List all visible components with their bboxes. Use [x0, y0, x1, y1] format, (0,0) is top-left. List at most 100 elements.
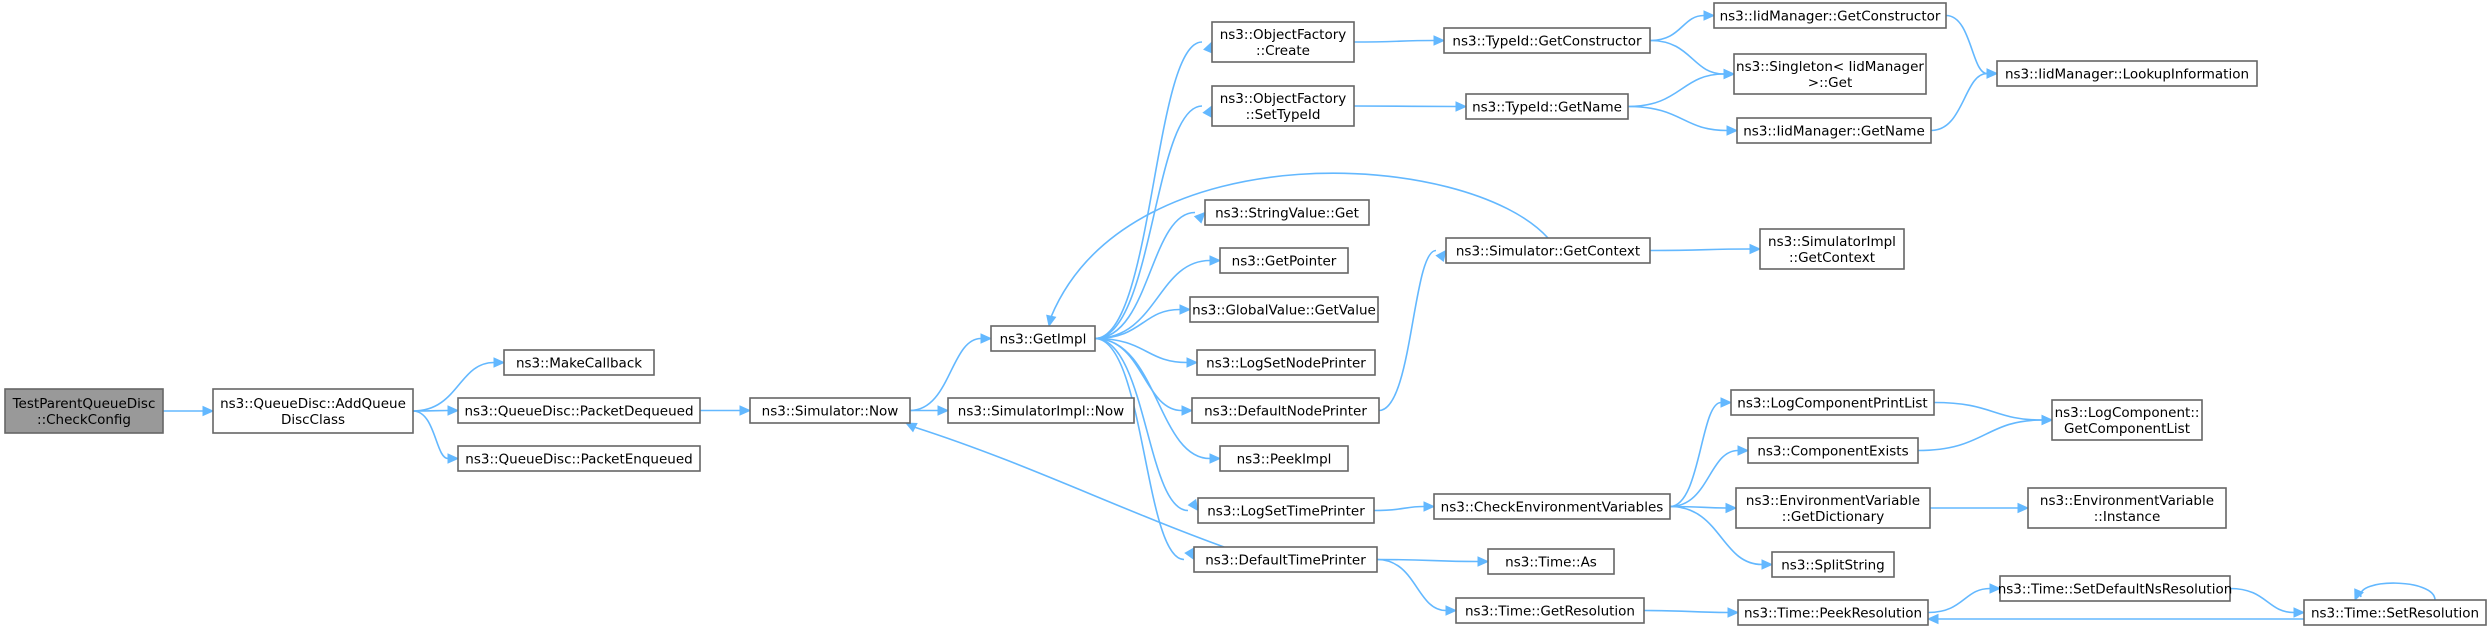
node-compexists[interactable]: ns3::ComponentExists [1747, 437, 1919, 464]
edge-addqdc-to-makecb [412, 357, 506, 412]
node-deftime[interactable]: ns3::DefaultTimePrinter [1193, 546, 1378, 573]
edge-line [1094, 308, 1181, 340]
node-setdefns[interactable]: ns3::Time::SetDefaultNsResolution [1998, 575, 2233, 602]
node-makecb[interactable]: ns3::MakeCallback [503, 349, 655, 376]
edge-getimpl-to-logtime [1094, 337, 1199, 512]
arrow-head-icon [1186, 357, 1199, 368]
arrow-head-icon [1181, 405, 1194, 416]
node-timeres[interactable]: ns3::Time::GetResolution [1455, 597, 1645, 624]
node-label: ::Instance [2094, 509, 2161, 525]
edge-line [1094, 337, 1185, 561]
node-defnode[interactable]: ns3::DefaultNodePrinter [1191, 397, 1380, 424]
node-simimplctx[interactable]: ns3::SimulatorImpl::GetContext [1759, 228, 1905, 270]
node-ofsettid[interactable]: ns3::ObjectFactory::SetTypeId [1211, 85, 1355, 127]
edge-logprint-to-logcomplist [1933, 401, 2054, 426]
node-box [2303, 599, 2487, 626]
node-iidctor[interactable]: ns3::IidManager::GetConstructor [1713, 2, 1947, 29]
node-box [1219, 445, 1349, 472]
node-label: ns3::QueueDisc::PacketEnqueued [465, 452, 692, 468]
edge-line [1669, 401, 1722, 508]
node-label: ::GetContext [1789, 250, 1875, 266]
node-simnow[interactable]: ns3::Simulator::Now [749, 397, 911, 424]
node-checkenv[interactable]: ns3::CheckEnvironmentVariables [1433, 493, 1671, 520]
node-iidlookup[interactable]: ns3::IidManager::LookupInformation [1996, 60, 2258, 87]
node-box [1211, 85, 1355, 127]
node-label: ns3::IidManager::LookupInformation [2005, 67, 2249, 83]
edge-pktdeq-to-simnow [700, 405, 752, 416]
node-box [990, 325, 1096, 352]
node-box [1189, 296, 1379, 323]
node-simimplnow[interactable]: ns3::SimulatorImpl::Now [947, 397, 1135, 424]
node-strget[interactable]: ns3::StringValue::Get [1204, 199, 1370, 226]
node-lognode[interactable]: ns3::LogSetNodePrinter [1196, 349, 1376, 376]
node-box [1736, 117, 1932, 144]
arrow-head-icon [1727, 607, 1740, 618]
edge-simnow-to-getimpl [909, 333, 993, 412]
node-box [1713, 2, 1947, 29]
node-label: ns3::SimulatorImpl::Now [958, 404, 1124, 420]
node-iidname[interactable]: ns3::IidManager::GetName [1736, 117, 1932, 144]
edge-getimpl-to-lognode [1094, 337, 1199, 368]
arrow-head-icon [1926, 613, 1939, 625]
node-box [1445, 237, 1651, 264]
node-gvget[interactable]: ns3::GlobalValue::GetValue [1189, 296, 1379, 323]
edge-line [1094, 337, 1189, 512]
arrow-head-icon [1423, 501, 1436, 512]
node-label: ns3::ObjectFactory [1220, 27, 1347, 43]
node-label: ns3::Time::SetResolution [2311, 606, 2479, 622]
node-simctx[interactable]: ns3::Simulator::GetContext [1445, 237, 1651, 264]
node-setres[interactable]: ns3::Time::SetResolution [2303, 599, 2487, 626]
arrow-head-icon [1725, 502, 1738, 514]
node-label: ns3::LogSetNodePrinter [1206, 356, 1366, 372]
node-label: ns3::IidManager::GetName [1743, 124, 1925, 140]
node-timeas[interactable]: ns3::Time::As [1487, 548, 1615, 575]
arrow-head-icon [1989, 583, 2002, 594]
edge-checkenv-to-splitstr [1669, 505, 1774, 570]
edge-line [913, 426, 1225, 548]
node-box [947, 397, 1135, 424]
node-pktenq[interactable]: ns3::QueueDisc::PacketEnqueued [457, 445, 701, 472]
arrow-head-icon [1761, 559, 1774, 570]
node-label: ns3::GlobalValue::GetValue [1192, 303, 1376, 319]
node-box [1737, 599, 1929, 626]
node-envdict[interactable]: ns3::EnvironmentVariable::GetDictionary [1735, 487, 1931, 529]
node-label: ns3::LogSetTimePrinter [1207, 504, 1365, 520]
edge-line [1373, 505, 1425, 512]
arrow-head-icon [1193, 211, 1206, 224]
node-logtime[interactable]: ns3::LogSetTimePrinter [1197, 497, 1375, 524]
node-label: DiscClass [281, 412, 345, 428]
node-box [1197, 497, 1375, 524]
node-tidctor[interactable]: ns3::TypeId::GetConstructor [1443, 27, 1651, 54]
node-label: ns3::SplitString [1781, 558, 1885, 574]
node-peekres[interactable]: ns3::Time::PeekResolution [1737, 599, 1929, 626]
arrow-head-icon [1046, 314, 1057, 328]
node-box [2027, 487, 2227, 529]
node-getimpl[interactable]: ns3::GetImpl [990, 325, 1096, 352]
node-ofcreate[interactable]: ns3::ObjectFactory::Create [1211, 21, 1355, 63]
node-splitstr[interactable]: ns3::SplitString [1771, 551, 1895, 578]
edge-iidname-to-iidlookup [1930, 68, 1999, 132]
node-box [1487, 548, 1615, 575]
node-logcomplist[interactable]: ns3::LogComponent::GetComponentList [2051, 399, 2203, 441]
node-label: ::SetTypeId [1246, 107, 1321, 123]
node-root[interactable]: TestParentQueueDisc::CheckConfig [4, 388, 164, 434]
edge-setdefns-to-setres [2229, 587, 2306, 618]
node-pktdeq[interactable]: ns3::QueueDisc::PacketDequeued [457, 397, 701, 424]
node-singleton[interactable]: ns3::Singleton< IidManager >::Get [1733, 53, 1927, 95]
edge-line [1917, 419, 2043, 452]
node-box [1455, 597, 1645, 624]
node-getptr[interactable]: ns3::GetPointer [1219, 247, 1349, 274]
node-peekimpl[interactable]: ns3::PeekImpl [1219, 445, 1349, 472]
node-tidname[interactable]: ns3::TypeId::GetName [1465, 93, 1629, 120]
arrow-head-icon [2017, 502, 2030, 514]
node-envinst[interactable]: ns3::EnvironmentVariable::Instance [2027, 487, 2227, 529]
edge-line [1627, 73, 1725, 108]
node-label: ns3::ComponentExists [1757, 444, 1908, 460]
edge-checkenv-to-compexists [1669, 445, 1750, 508]
node-label: ::Create [1256, 43, 1310, 59]
edge-line [1353, 105, 1457, 108]
node-logprint[interactable]: ns3::LogComponentPrintList [1730, 389, 1935, 416]
edge-line [1669, 449, 1739, 508]
node-label: ns3::Time::SetDefaultNsResolution [1998, 582, 2233, 598]
